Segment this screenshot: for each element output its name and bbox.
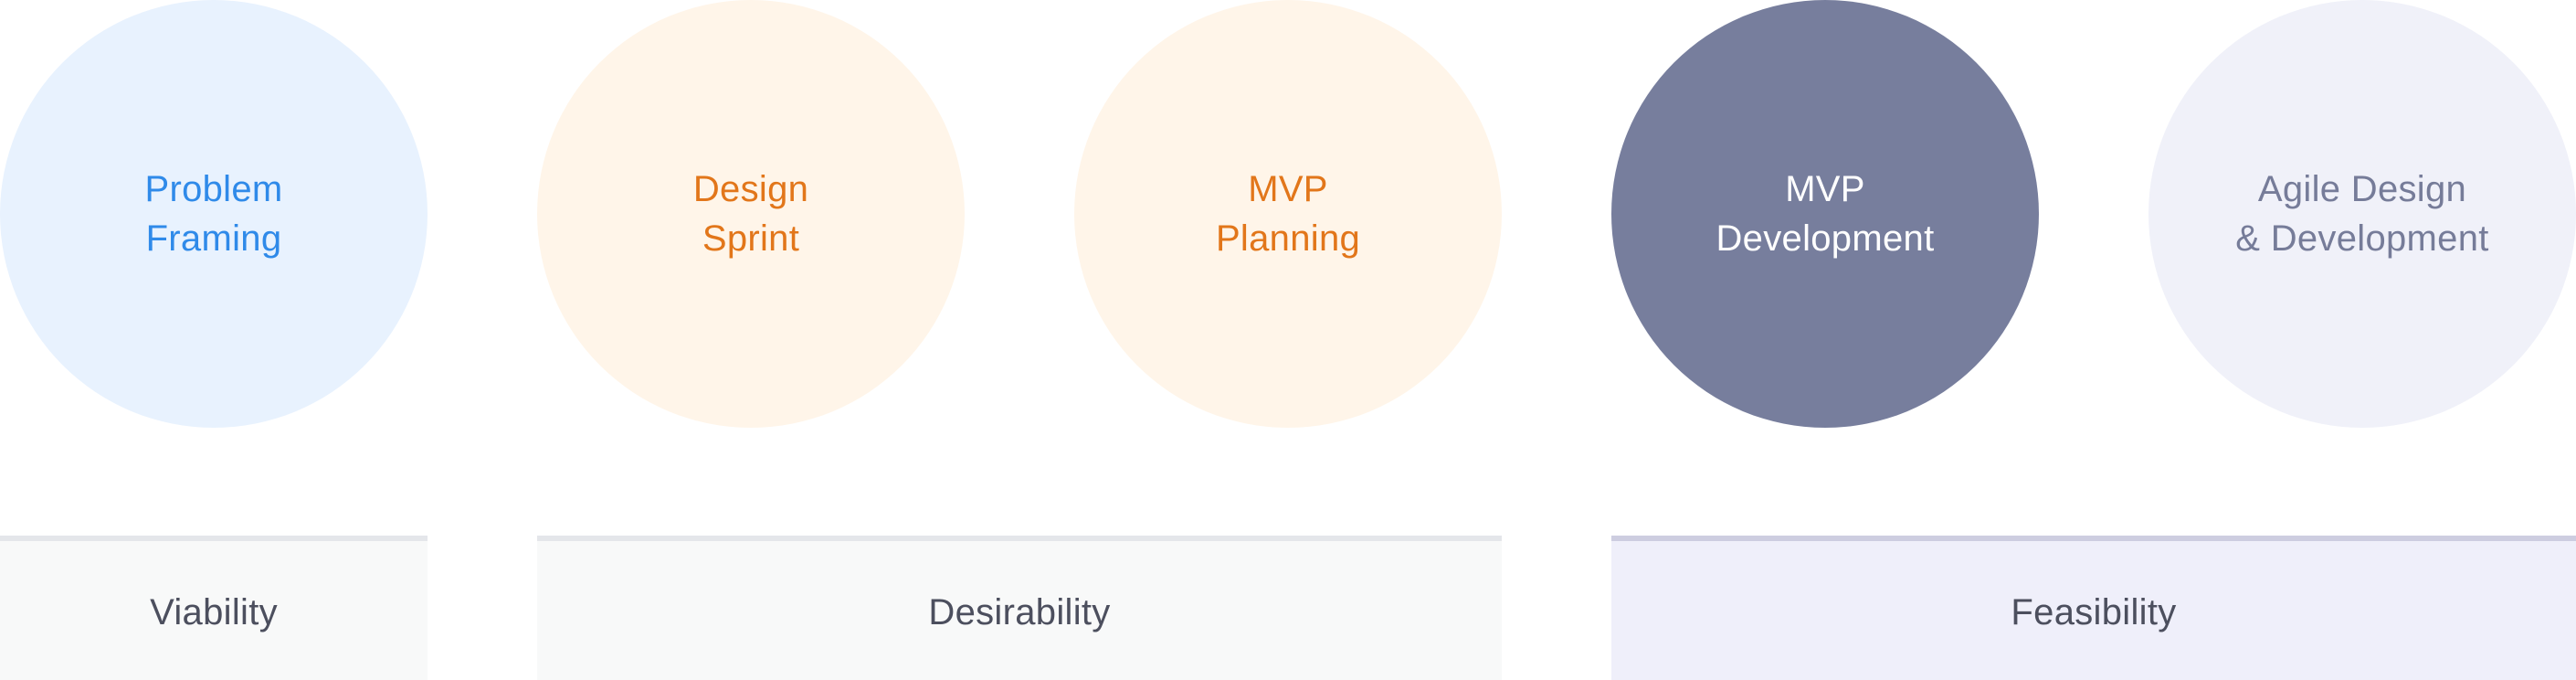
stage-label-line-1: Problem [144, 169, 283, 209]
category-label: Desirability [928, 591, 1111, 632]
category-desirability: Desirability [537, 536, 1502, 680]
category-feasibility: Feasibility [1611, 536, 2576, 680]
stage-label-line-1: Agile Design [2257, 169, 2467, 209]
stage-label-line-2: Development [1716, 218, 1935, 259]
stage-mvp-development: MVP Development [1611, 0, 2039, 428]
stage-label: Design Sprint [693, 165, 808, 263]
stage-design-sprint: Design Sprint [537, 0, 965, 428]
stage-label: Problem Framing [144, 165, 282, 263]
category-label: Feasibility [2011, 591, 2177, 632]
stage-label-line-2: Framing [145, 218, 282, 259]
stage-label: MVP Planning [1216, 165, 1360, 263]
stage-mvp-planning: MVP Planning [1074, 0, 1502, 428]
category-label: Viability [150, 591, 278, 632]
stage-label-line-1: MVP [1248, 169, 1328, 209]
stage-label-line-1: MVP [1785, 169, 1865, 209]
stage-label-line-2: Sprint [702, 218, 800, 259]
stage-label: Agile Design & Development [2235, 165, 2488, 263]
stage-label-line-1: Design [692, 169, 809, 209]
stage-label-line-2: Planning [1215, 218, 1361, 259]
category-viability: Viability [0, 536, 428, 680]
stage-problem-framing: Problem Framing [0, 0, 428, 428]
stage-agile-design-development: Agile Design & Development [2148, 0, 2576, 428]
stage-label: MVP Development [1716, 165, 1935, 263]
stage-label-line-2: & Development [2235, 218, 2489, 259]
